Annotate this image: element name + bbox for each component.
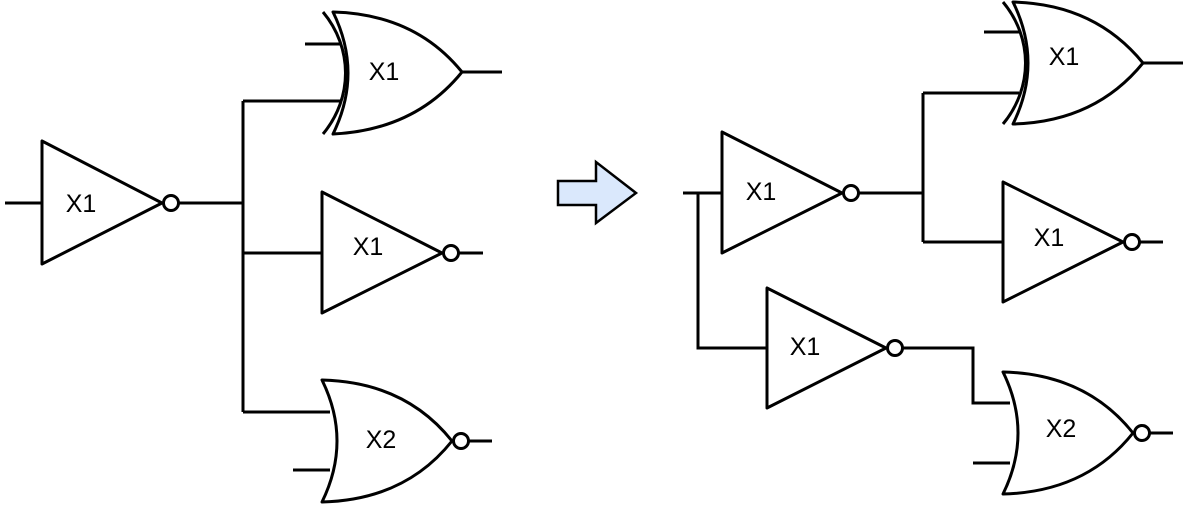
before-inverter-load-label: X1 [353,233,384,261]
before-xor-label: X1 [369,58,400,86]
transform-arrow [556,159,639,226]
before-nor-body [320,378,454,504]
after-inverter-buffer-body [765,286,888,410]
after-xor-label: X1 [1049,43,1080,71]
before-nor-bubble [452,432,470,450]
after-inverter-load-label: X1 [1034,224,1065,252]
after-xor-body [1011,0,1145,126]
before-inverter-load-body [320,190,444,315]
before-inverter-load: X1 [320,190,460,315]
after-inverter-driver-body [720,130,844,255]
before-inverter-driver-body [40,139,164,266]
after-inverter-driver-label: X1 [746,178,777,206]
after-inverter-buffer-bubble [886,339,904,357]
before-nor-gate: X2 [320,378,470,504]
after-inverter-buffer-label: X1 [790,333,821,361]
after-circuit: X1 X1 X1 X1 X2 [683,0,1183,496]
right-arrow-icon [556,159,639,226]
before-xor-body [331,10,464,136]
after-xor-gate: X1 [1001,0,1145,126]
after-inverter-buffer: X1 [765,286,904,410]
before-inverter-load-bubble [442,244,460,262]
before-wires [5,42,502,472]
after-inverter-driver-bubble [842,184,860,202]
after-inverter-load: X1 [1001,180,1141,304]
after-xor-input-curve [1001,1,1027,125]
after-buffer-output-wire [903,346,1010,405]
after-input-branch-wire [696,193,768,350]
before-inverter-driver-label: X1 [66,190,97,218]
after-inverter-driver: X1 [720,130,860,255]
before-xor-input-curve [321,11,347,135]
before-nor-label: X2 [366,426,397,454]
after-inverter-load-body [1001,180,1125,304]
after-inverter-load-bubble [1123,233,1141,251]
after-nor-label: X2 [1046,415,1077,443]
before-inverter-driver-bubble [162,194,180,212]
after-wires [683,30,1183,465]
before-xor-gate: X1 [321,10,464,136]
after-nor-gate: X2 [1001,370,1151,496]
before-inverter-driver: X1 [40,139,180,266]
before-circuit: X1 X1 X1 X2 [5,10,502,504]
after-nor-body [1001,370,1135,496]
after-nor-bubble [1133,424,1151,442]
